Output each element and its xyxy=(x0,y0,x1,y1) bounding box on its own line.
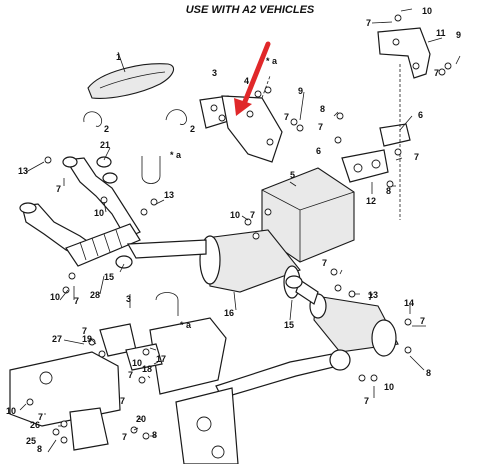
tail-pipe xyxy=(215,349,351,399)
diagram-title: USE WITH A2 VEHICLES xyxy=(186,4,315,16)
callout-2: 2 xyxy=(190,124,195,134)
callout-18: 18 xyxy=(142,364,152,374)
callout-13: 13 xyxy=(368,290,378,300)
callout-7: 7 xyxy=(122,432,127,442)
bolts xyxy=(26,14,452,444)
leader-lines xyxy=(19,8,461,453)
callout-7: 7 xyxy=(38,412,43,422)
callout-10: 10 xyxy=(384,382,394,392)
u-bolt-lower xyxy=(155,292,179,316)
callout-8: 8 xyxy=(37,444,42,454)
callout-6: 6 xyxy=(418,110,423,120)
callout-9: 9 xyxy=(298,86,303,96)
callout-8: 8 xyxy=(320,104,325,114)
callout-7: 7 xyxy=(120,396,125,406)
callout-7: 7 xyxy=(250,210,255,220)
callout-15: 15 xyxy=(104,272,114,282)
callout-7: 7 xyxy=(56,184,61,194)
clamp-left xyxy=(83,111,103,127)
callout-5: 5 xyxy=(290,170,295,180)
callout-12: 12 xyxy=(366,196,376,206)
callout-19: 19 xyxy=(82,334,92,344)
muffler xyxy=(126,229,301,299)
callout-2: 2 xyxy=(104,124,109,134)
callout-6: 6 xyxy=(316,146,321,156)
bracket-upper-right xyxy=(377,27,431,79)
callout-labels: 1 2 2 3 3 4 5 6 6 7 7 7 7 7 7 7 7 7 7 7 … xyxy=(6,6,461,454)
callout-3: 3 xyxy=(212,68,217,78)
callout-13: 13 xyxy=(164,190,174,200)
callout-10: 10 xyxy=(50,292,60,302)
callout-7: 7 xyxy=(368,292,373,302)
lower-brackets xyxy=(69,323,163,451)
callout-9: 9 xyxy=(456,30,461,40)
flex-pipe xyxy=(65,223,141,267)
callout-7: 7 xyxy=(364,396,369,406)
callout-1: 1 xyxy=(116,52,121,62)
callout-7: 7 xyxy=(74,296,79,306)
callout-8: 8 xyxy=(426,368,431,378)
gaskets xyxy=(62,156,303,289)
callout-10: 10 xyxy=(230,210,240,220)
callout-asterisk-a: * a xyxy=(170,150,182,160)
u-bolt-upper xyxy=(141,156,161,184)
callout-7: 7 xyxy=(366,18,371,28)
callout-21: 21 xyxy=(100,140,110,150)
callout-3: 3 xyxy=(126,294,131,304)
callout-26: 26 xyxy=(30,420,40,430)
hanger-bracket xyxy=(341,64,411,220)
callout-asterisk-a: * a xyxy=(180,320,192,330)
callout-7: 7 xyxy=(318,122,323,132)
callout-10: 10 xyxy=(94,208,104,218)
callout-7: 7 xyxy=(414,152,419,162)
callout-25: 25 xyxy=(26,436,36,446)
callout-7: 7 xyxy=(322,258,327,268)
callout-17: 17 xyxy=(156,354,166,364)
callout-7: 7 xyxy=(434,68,439,78)
callout-asterisk-a: * a xyxy=(266,56,278,66)
catalytic-section xyxy=(295,279,399,357)
callout-20: 20 xyxy=(136,414,146,424)
callout-10: 10 xyxy=(132,358,142,368)
clamp-right xyxy=(165,109,187,125)
callout-7: 7 xyxy=(420,316,425,326)
callout-7: 7 xyxy=(284,112,289,122)
callout-11: 11 xyxy=(436,28,446,38)
callout-27: 27 xyxy=(52,334,62,344)
heat-shield xyxy=(87,51,175,99)
callout-10: 10 xyxy=(422,6,432,16)
callout-15: 15 xyxy=(284,320,294,330)
callout-13: 13 xyxy=(18,166,28,176)
callout-8: 8 xyxy=(152,430,157,440)
callout-4: 4 xyxy=(244,76,249,86)
callout-8: 8 xyxy=(386,186,391,196)
callout-16: 16 xyxy=(224,308,234,318)
callout-7: 7 xyxy=(82,326,87,336)
frame-rails xyxy=(9,317,239,464)
callout-7: 7 xyxy=(128,370,133,380)
callout-28: 28 xyxy=(90,290,100,300)
callout-10: 10 xyxy=(6,406,16,416)
heat-shield-plate xyxy=(261,167,355,263)
callout-14: 14 xyxy=(404,298,414,308)
indicator-arrow xyxy=(234,41,271,116)
